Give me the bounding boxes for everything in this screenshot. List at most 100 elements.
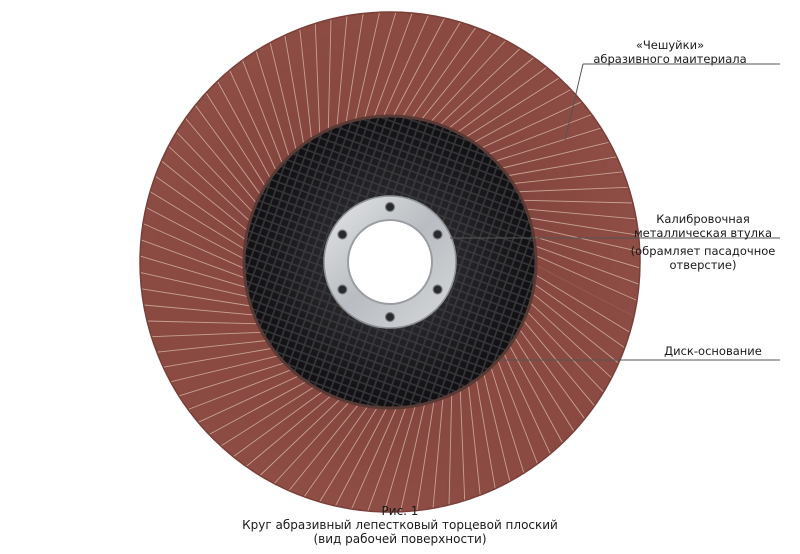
abrasive-flap <box>527 234 640 287</box>
abrasive-flap-edge <box>269 42 299 157</box>
abrasive-flap-edge <box>303 400 373 498</box>
abrasive-flap-edge <box>380 14 429 123</box>
abrasive-flap-edge <box>500 347 551 454</box>
abrasive-flap-edge <box>170 353 285 383</box>
abrasive-flap <box>506 171 630 194</box>
abrasive-flap <box>272 396 363 491</box>
abrasive-flap <box>482 114 603 164</box>
abrasive-flap <box>518 307 604 408</box>
abrasive-flap-edge <box>229 70 280 177</box>
abrasive-flap <box>141 221 252 281</box>
abrasive-flap-edge <box>467 378 481 496</box>
abrasive-flap <box>301 400 381 502</box>
abrasive-flap-edge <box>335 401 391 507</box>
abrasive-flap-edge <box>459 77 560 142</box>
abrasive-flap-edge <box>161 160 253 236</box>
abrasive-flap <box>196 372 313 435</box>
abrasive-flap <box>185 103 266 209</box>
abrasive-flap-edge <box>142 223 251 272</box>
abrasive-flap-edge <box>522 306 604 393</box>
abrasive-flap <box>514 315 595 421</box>
abrasive-flap-edge <box>198 372 305 423</box>
abrasive-flap-edge <box>443 57 535 134</box>
abrasive-flap-edge <box>141 288 258 308</box>
abrasive-flap-edge <box>335 15 348 133</box>
abrasive-flap <box>495 142 618 178</box>
abrasive-flap-edge <box>288 399 364 491</box>
callout-abrasive-scales: «Чешуйки» абразивного маитериала <box>590 38 750 66</box>
abrasive-flap <box>390 18 463 123</box>
abrasive-flap <box>529 262 634 335</box>
abrasive-flap-edge <box>474 373 496 489</box>
rivet <box>384 201 396 213</box>
abrasive-flap <box>168 129 258 226</box>
abrasive-flap <box>146 189 251 262</box>
abrasive-flap <box>467 89 584 152</box>
abrasive-flap <box>256 41 299 163</box>
abrasive-flap <box>217 68 280 185</box>
callout-base-disc: Диск-основание <box>658 344 768 358</box>
abrasive-flap-edge <box>314 23 321 141</box>
abrasive-flap-edge <box>518 315 595 407</box>
abrasive-flap-edge <box>220 382 321 447</box>
abrasive-flap-edge <box>168 145 256 227</box>
abrasive-flap <box>451 67 561 142</box>
abrasive-flap-edge <box>398 21 461 123</box>
abrasive-flap <box>317 401 390 506</box>
figure-caption: Рис. 1 Круг абразивный лепестковый торце… <box>0 504 800 546</box>
abrasive-flap-edge <box>208 378 313 435</box>
abrasive-flap-edge <box>488 127 602 164</box>
abrasive-flap-edge <box>156 339 274 353</box>
abrasive-flap <box>219 382 329 457</box>
abrasive-flap-edge <box>434 48 521 130</box>
abrasive-flap <box>417 33 508 128</box>
abrasive-flap-edge <box>481 367 511 482</box>
abrasive-flap-edge <box>140 239 252 281</box>
abrasive-flap <box>161 144 256 235</box>
abrasive-flap-edge <box>407 26 477 124</box>
abrasive-flap-edge <box>510 331 575 432</box>
abrasive-flap-edge <box>467 89 572 146</box>
abrasive-flap <box>286 399 372 497</box>
leader-line-scales-drop <box>564 63 584 141</box>
abrasive-flap-edge <box>495 141 610 171</box>
abrasive-flap <box>365 399 418 512</box>
abrasive-flap <box>169 353 291 396</box>
abrasive-flap-edge <box>425 40 507 128</box>
abrasive-flap-edge <box>232 387 329 458</box>
abrasive-flap-edge <box>482 114 593 158</box>
callout-bushing-line2: металлическая втулка <box>633 226 773 240</box>
abrasive-flap-edge <box>185 117 262 209</box>
abrasive-flap-edge <box>242 59 286 170</box>
backing-plate-rim <box>242 114 538 410</box>
abrasive-flap <box>140 237 253 290</box>
abrasive-flap <box>426 40 523 130</box>
abrasive-flap <box>299 22 322 146</box>
abrasive-flap-edge <box>515 323 586 420</box>
abrasive-flap-edge <box>501 156 617 178</box>
abrasive-flap <box>522 298 612 395</box>
abrasive-flap-edge <box>217 80 274 185</box>
abrasive-flap <box>466 373 496 496</box>
abrasive-flap-edge <box>145 207 251 263</box>
abrasive-flap <box>528 243 639 303</box>
abrasive-flap <box>475 101 594 158</box>
abrasive-flap <box>155 158 253 244</box>
abrasive-flap-edge <box>353 12 381 127</box>
abrasive-flap <box>362 12 415 125</box>
abrasive-flap-edge <box>273 396 355 484</box>
abrasive-flap-edge <box>488 360 525 474</box>
abrasive-flap <box>510 323 585 433</box>
abrasive-flap-edge <box>299 28 313 146</box>
abrasive-flaps <box>139 11 641 513</box>
abrasive-flap-edge <box>205 92 270 193</box>
abrasive-flap-edge <box>529 270 631 333</box>
callout-calibration-bushing: Калибровочная металлическая втулка (обра… <box>628 212 778 272</box>
abrasive-flap-edge <box>371 12 413 124</box>
abrasive-flap <box>156 338 279 368</box>
callout-base-line1: Диск-основание <box>664 344 762 358</box>
abrasive-flap-edge <box>151 331 269 338</box>
abrasive-flap <box>488 354 538 475</box>
abrasive-flap-edge <box>178 360 292 397</box>
